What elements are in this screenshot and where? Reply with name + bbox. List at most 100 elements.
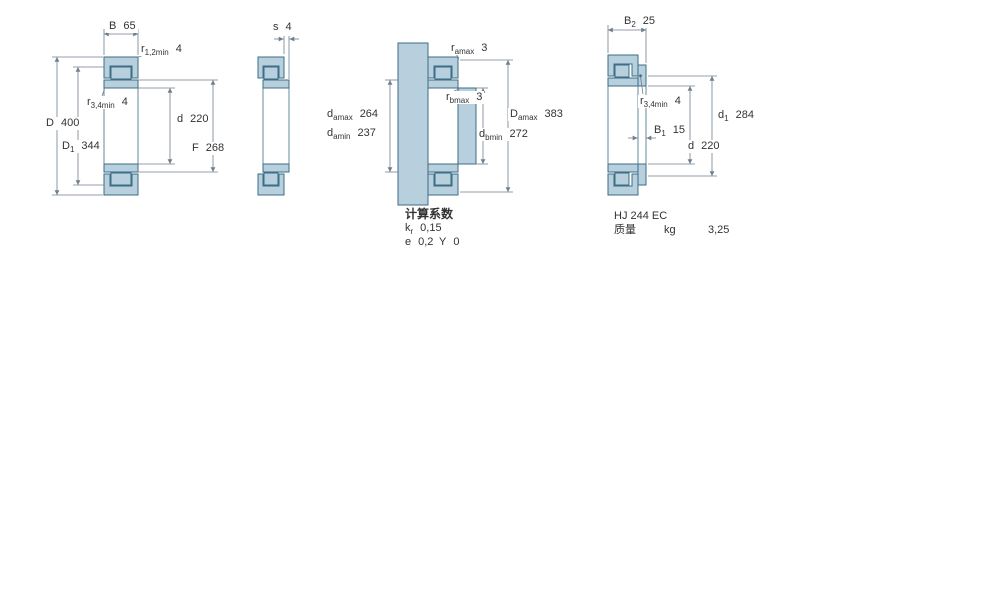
mass-label: 质量 bbox=[612, 224, 638, 237]
mass-unit-text: kg bbox=[664, 224, 676, 236]
dim-label-r12min: r1,2min 4 bbox=[139, 43, 184, 58]
dim-value: 272 bbox=[509, 128, 528, 140]
roller bbox=[434, 66, 452, 80]
dim-value: 4 bbox=[674, 95, 681, 107]
dim-subscript: 2 bbox=[631, 20, 636, 30]
dim-value: 383 bbox=[544, 108, 563, 120]
dim-label-D: D 400 bbox=[44, 117, 82, 130]
dim-symbol: d bbox=[177, 113, 184, 125]
roller bbox=[263, 172, 279, 186]
calc-factors-title: 计算系数 bbox=[403, 207, 456, 221]
dim-symbol: D bbox=[46, 117, 54, 129]
dim-value: 237 bbox=[357, 127, 376, 139]
dim-symbol: d bbox=[718, 109, 725, 121]
dim-value: 264 bbox=[359, 108, 379, 120]
roller bbox=[110, 172, 132, 186]
title-text: 计算系数 bbox=[405, 207, 454, 221]
inner-ring-section bbox=[262, 163, 290, 173]
dim-subscript: 1 bbox=[661, 129, 666, 139]
outer-ring-section bbox=[427, 173, 459, 196]
dim-symbol: B bbox=[109, 20, 117, 32]
dim-subscript: 3,4min bbox=[90, 101, 115, 111]
roller bbox=[434, 172, 452, 186]
dim-symbol: d bbox=[327, 127, 334, 139]
inner-ring-section bbox=[103, 163, 139, 173]
abutment-drawing bbox=[385, 42, 513, 206]
mass-value: 3,25 bbox=[706, 224, 732, 237]
dim-subscript: bmin bbox=[485, 133, 503, 143]
inner-ring-section bbox=[103, 79, 139, 89]
dim-symbol: s bbox=[273, 21, 279, 33]
dim-symbol: Y bbox=[439, 236, 447, 248]
inner-ring-section bbox=[262, 79, 290, 89]
leader-line-rb bbox=[453, 88, 460, 92]
inner-ring-section bbox=[427, 79, 459, 89]
dim-subscript: amin bbox=[333, 132, 351, 142]
dim-symbol: r bbox=[87, 96, 91, 108]
dim-symbol: F bbox=[192, 142, 199, 154]
dim-label-damax: damax 264 bbox=[325, 108, 381, 123]
dim-value: 220 bbox=[701, 140, 720, 152]
roller bbox=[110, 66, 132, 80]
roller bbox=[614, 172, 630, 186]
bearing-section-drawing bbox=[52, 29, 218, 196]
dim-label-d: d 220 bbox=[175, 113, 211, 126]
dim-value: 3 bbox=[481, 42, 488, 54]
inner-ring-section bbox=[607, 163, 639, 173]
outer-ring-section bbox=[103, 56, 139, 79]
dim-symbol: d bbox=[327, 108, 334, 120]
dim-subscript: 3,4min bbox=[643, 100, 668, 110]
dim-value: 268 bbox=[205, 142, 225, 154]
dim-label-B1: B1 15 bbox=[652, 124, 688, 139]
dim-value: 15 bbox=[672, 124, 686, 136]
roller bbox=[263, 66, 279, 80]
dim-label-B: B 65 bbox=[107, 20, 138, 33]
dim-symbol: r bbox=[451, 42, 455, 54]
dim-value: 65 bbox=[123, 20, 136, 32]
outer-ring-section bbox=[257, 173, 285, 196]
leader-line-r34 bbox=[101, 88, 105, 97]
dim-symbol: B bbox=[624, 15, 632, 27]
dim-value: 220 bbox=[190, 113, 209, 125]
dim-value: 400 bbox=[60, 117, 80, 129]
roller bbox=[614, 64, 630, 78]
dim-subscript: 1,2min bbox=[144, 48, 169, 58]
dim-symbol: B bbox=[654, 124, 662, 136]
outer-ring-section bbox=[103, 173, 139, 196]
housing-section bbox=[397, 42, 429, 206]
outer-ring-section bbox=[427, 56, 459, 79]
leader-dot bbox=[639, 74, 642, 78]
dim-symbol: k bbox=[405, 222, 411, 234]
outer-ring-section bbox=[607, 54, 639, 77]
dim-subscript: amax bbox=[333, 113, 353, 123]
hj-designation: HJ 244 EC bbox=[612, 210, 670, 223]
inner-ring-section bbox=[607, 77, 639, 87]
inner-ring-section bbox=[427, 163, 459, 173]
dim-value: 0 bbox=[453, 236, 460, 248]
dim-value: 0,15 bbox=[420, 222, 442, 234]
outer-ring-section bbox=[607, 173, 639, 196]
dim-value: 4 bbox=[175, 43, 182, 55]
dim-subscript: r bbox=[410, 227, 414, 237]
dim-subscript: 1 bbox=[724, 114, 729, 124]
dim-subscript: bmax bbox=[449, 96, 470, 106]
dim-symbol: r bbox=[141, 43, 145, 55]
dim-subscript: amax bbox=[517, 113, 538, 123]
